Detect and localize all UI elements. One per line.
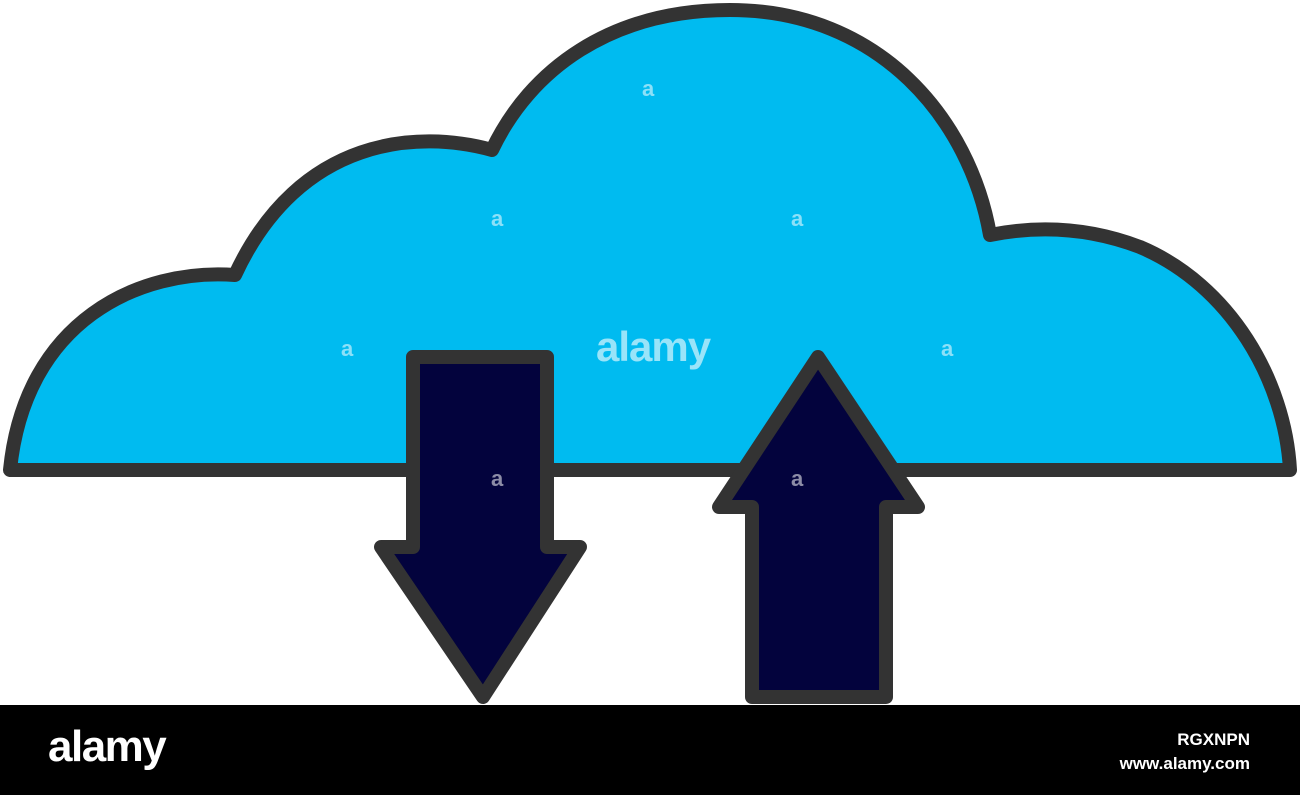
cloud-transfer-illustration: [3, 3, 1297, 704]
arrow-up-icon: [712, 350, 925, 704]
footer-bar: alamy RGXNPN www.alamy.com: [0, 705, 1300, 795]
illustration-canvas: a a a a a a a alamy: [3, 3, 1297, 704]
image-id: RGXNPN: [1177, 730, 1250, 749]
cloud-icon: [3, 3, 1297, 477]
arrow-down-icon: [374, 350, 587, 704]
footer-url: www.alamy.com: [1119, 754, 1250, 773]
footer-logo: alamy: [48, 722, 167, 771]
